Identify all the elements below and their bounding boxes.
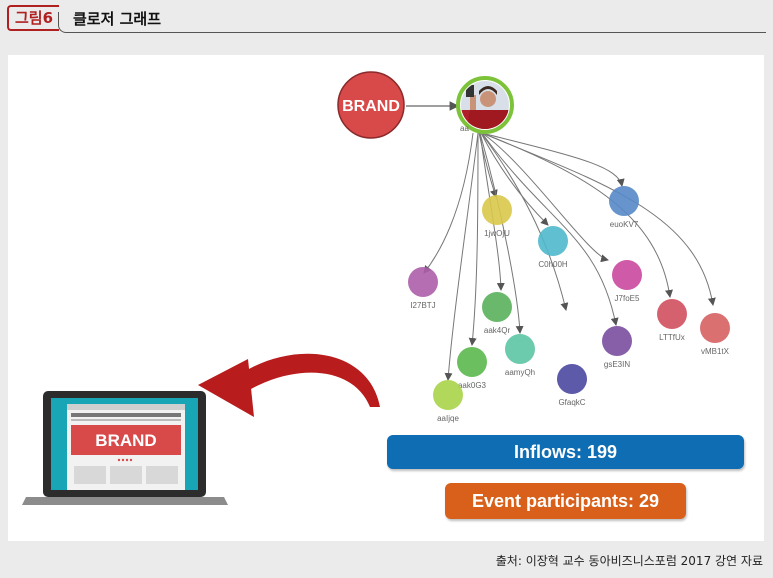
header-rule-hook	[58, 12, 69, 33]
graph-node-label: aaIjqe	[437, 414, 459, 423]
graph-node	[609, 186, 639, 216]
graph-node	[457, 347, 487, 377]
graph-node	[505, 334, 535, 364]
figure-tag: 그림6	[7, 5, 60, 31]
hub-node	[456, 76, 514, 134]
graph-node-label: aak0G3	[458, 381, 487, 390]
graph-edges	[423, 132, 716, 381]
hub-label: aa	[460, 124, 469, 133]
figure-title: 클로저 그래프	[73, 10, 162, 28]
hub-avatar	[461, 81, 509, 129]
graph-node-label: vMB1tX	[701, 347, 730, 356]
closure-graph: BRAND aa 1jwOjU C0h00H euoKV7	[22, 71, 730, 505]
graph-node	[408, 267, 438, 297]
laptop-brand-banner	[71, 425, 181, 455]
graph-node-label: LTTfUx	[659, 333, 685, 342]
graph-node	[700, 313, 730, 343]
graph-node	[538, 226, 568, 256]
graph-node-label: aamyQh	[505, 368, 535, 377]
laptop-brand-text: BRAND	[95, 431, 156, 450]
brand-node-label: BRAND	[342, 98, 400, 115]
graph-node-label: gsE3IN	[604, 360, 630, 369]
inflows-stat: Inflows: 199	[387, 435, 744, 469]
graph-node-label: aak4Qr	[484, 326, 511, 335]
brand-node	[337, 71, 405, 139]
red-curved-arrow	[198, 353, 380, 417]
graph-node	[433, 380, 463, 410]
graph-node	[657, 299, 687, 329]
figure-panel: BRAND aa 1jwOjU C0h00H euoKV7	[8, 55, 764, 541]
graph-node	[602, 326, 632, 356]
laptop-base	[22, 497, 228, 505]
graph-node-label: 1jwOjU	[484, 229, 510, 238]
event-participants-stat: Event participants: 29	[445, 483, 686, 519]
graph-node-label: C0h00H	[538, 260, 568, 269]
figure-header: 그림6 클로저 그래프	[0, 0, 773, 40]
graph-node	[482, 292, 512, 322]
graph-node-label: GfaqkC	[558, 398, 585, 407]
graph-node-label: I27BTJ	[410, 301, 435, 310]
laptop-illustration: BRAND	[22, 391, 228, 505]
figure-source: 출처: 이장혁 교수 동아비즈니스포럼 2017 강연 자료	[495, 554, 763, 568]
header-rule	[66, 32, 766, 33]
graph-node	[612, 260, 642, 290]
graph-node-label: J7foE5	[615, 294, 640, 303]
graph-node	[482, 195, 512, 225]
graph-node	[557, 364, 587, 394]
graph-node-label: euoKV7	[610, 220, 639, 229]
